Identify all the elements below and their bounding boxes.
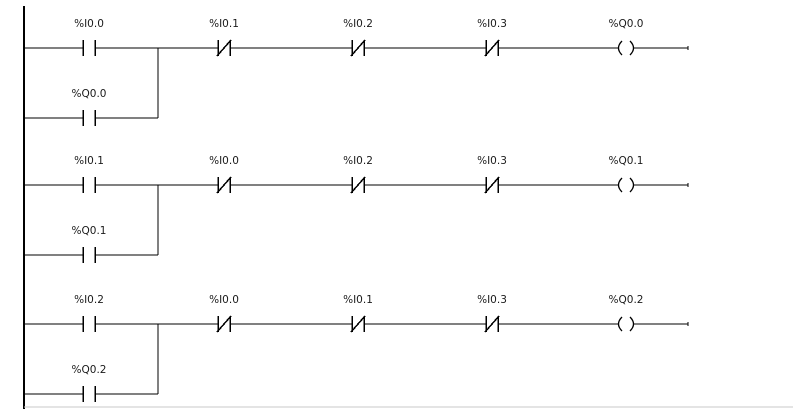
- nc-contact-1[interactable]: [216, 315, 232, 333]
- nc-contact-label[interactable]: %I0.0: [209, 294, 239, 306]
- no-contact-main[interactable]: [82, 177, 96, 193]
- no-contact-seal[interactable]: [82, 110, 96, 126]
- rung-3: %I0.2 %Q0.2 %I0.0 %I0.1 %I0.3 %Q0.2: [24, 294, 689, 402]
- no-contact-main[interactable]: [82, 40, 96, 56]
- contact-slash: [484, 176, 500, 194]
- contact-slash: [350, 176, 366, 194]
- nc-contact-2[interactable]: [350, 39, 366, 57]
- main-contact-label[interactable]: %I0.1: [74, 155, 104, 167]
- coil-label[interactable]: %Q0.1: [609, 155, 644, 167]
- nc-contact-label[interactable]: %I0.3: [477, 155, 507, 167]
- nc-contact-label[interactable]: %I0.2: [343, 155, 373, 167]
- contact-slash: [484, 315, 500, 333]
- nc-contact-label[interactable]: %I0.1: [343, 294, 373, 306]
- contact-slash: [216, 39, 232, 57]
- nc-contact-3[interactable]: [484, 176, 500, 194]
- nc-contact-2[interactable]: [350, 176, 366, 194]
- contact-slash: [484, 39, 500, 57]
- coil-label[interactable]: %Q0.2: [609, 294, 644, 306]
- coil-left-arc: [617, 40, 623, 56]
- output-coil[interactable]: [617, 177, 635, 193]
- contact-slash: [350, 39, 366, 57]
- output-coil[interactable]: [617, 316, 635, 332]
- seal-contact-label[interactable]: %Q0.0: [72, 88, 107, 100]
- seal-contact-label[interactable]: %Q0.2: [72, 364, 107, 376]
- nc-contact-label[interactable]: %I0.3: [477, 18, 507, 30]
- nc-contact-label[interactable]: %I0.2: [343, 18, 373, 30]
- coil-right-arc: [629, 40, 635, 56]
- no-contact-seal[interactable]: [82, 247, 96, 263]
- rung-2: %I0.1 %Q0.1 %I0.0 %I0.2 %I0.3 %Q0.1: [24, 155, 689, 263]
- coil-right-arc: [629, 177, 635, 193]
- coil-label[interactable]: %Q0.0: [609, 18, 644, 30]
- nc-contact-label[interactable]: %I0.0: [209, 155, 239, 167]
- coil-right-arc: [629, 316, 635, 332]
- nc-contact-3[interactable]: [484, 315, 500, 333]
- contact-slash: [350, 315, 366, 333]
- coil-left-arc: [617, 177, 623, 193]
- rung-1: %I0.0 %Q0.0 %I0.1 %I0.2 %I0.3 %Q0.0: [24, 18, 689, 126]
- main-contact-label[interactable]: %I0.0: [74, 18, 104, 30]
- main-contact-label[interactable]: %I0.2: [74, 294, 104, 306]
- output-coil[interactable]: [617, 40, 635, 56]
- nc-contact-1[interactable]: [216, 39, 232, 57]
- contact-slash: [216, 315, 232, 333]
- seal-contact-label[interactable]: %Q0.1: [72, 225, 107, 237]
- no-contact-main[interactable]: [82, 316, 96, 332]
- nc-contact-1[interactable]: [216, 176, 232, 194]
- nc-contact-label[interactable]: %I0.3: [477, 294, 507, 306]
- nc-contact-label[interactable]: %I0.1: [209, 18, 239, 30]
- no-contact-seal[interactable]: [82, 386, 96, 402]
- coil-left-arc: [617, 316, 623, 332]
- nc-contact-3[interactable]: [484, 39, 500, 57]
- contact-slash: [216, 176, 232, 194]
- nc-contact-2[interactable]: [350, 315, 366, 333]
